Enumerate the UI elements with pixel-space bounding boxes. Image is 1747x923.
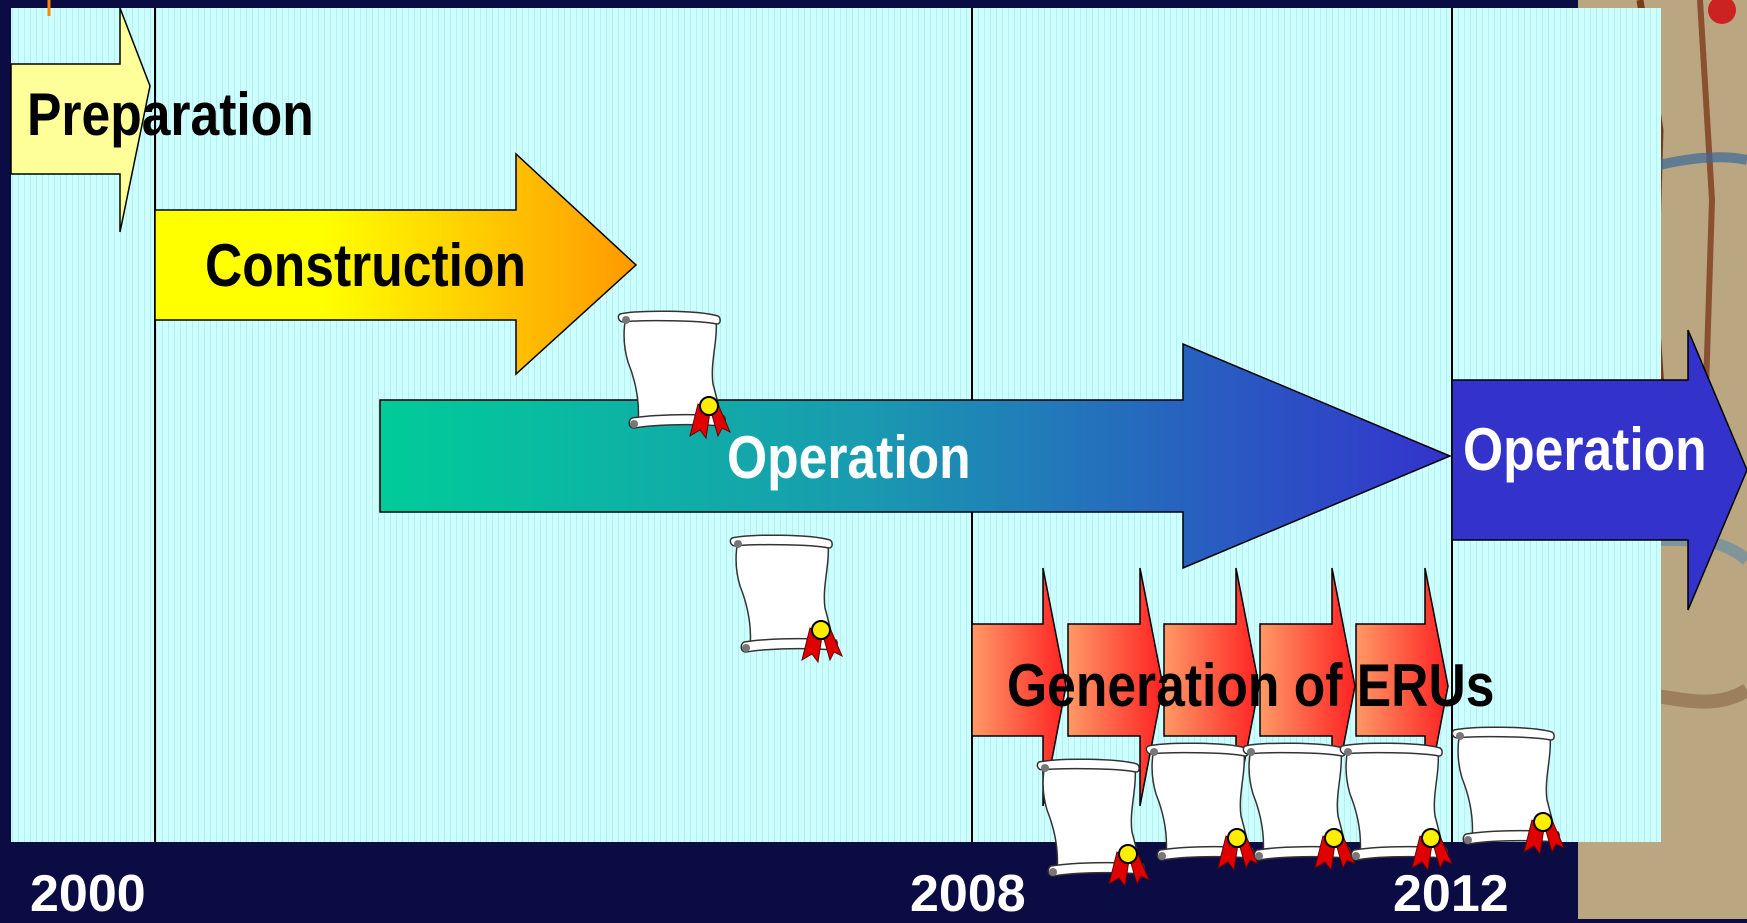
operation-arrow-2 bbox=[1451, 329, 1747, 611]
year-label-2000: 2000 bbox=[30, 865, 146, 923]
eru-arrow-1 bbox=[971, 567, 1067, 807]
year-label-2008: 2008 bbox=[910, 865, 1026, 923]
generation-of-erus-label: Generation of ERUs bbox=[1007, 652, 1495, 719]
operation-label-2: Operation bbox=[1463, 416, 1707, 483]
preparation-arrow bbox=[10, 7, 151, 233]
preparation-label: Preparation bbox=[27, 81, 314, 148]
year-label-2012: 2012 bbox=[1393, 865, 1509, 923]
operation-label: Operation bbox=[727, 424, 971, 491]
construction-arrow bbox=[154, 152, 638, 376]
construction-label: Construction bbox=[205, 232, 527, 299]
